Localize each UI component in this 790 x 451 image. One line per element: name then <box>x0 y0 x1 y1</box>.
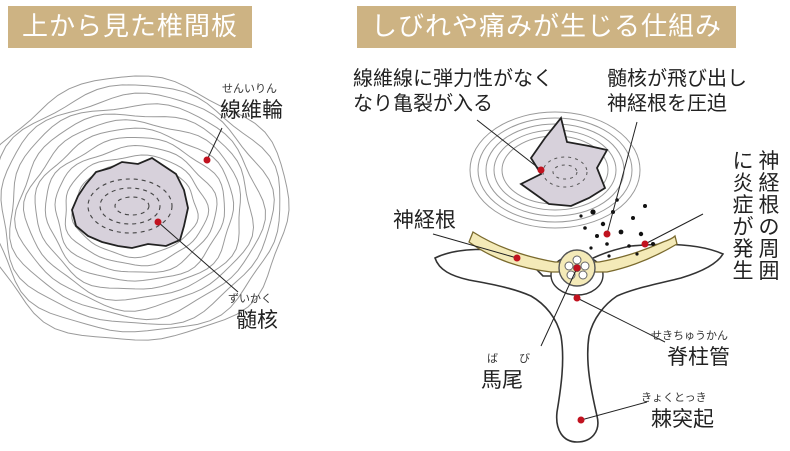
nerve-root <box>468 231 678 273</box>
inflammation-leader <box>644 213 704 245</box>
note-herniation-line2: 神経根を圧迫 <box>607 91 727 115</box>
vertical-char: 症 <box>732 193 754 217</box>
vertical-char: の <box>758 215 780 239</box>
annulus-ring <box>34 127 235 290</box>
crack-leader <box>476 119 542 171</box>
disc-top-view-illustration <box>0 75 290 341</box>
cauda-marker <box>573 264 581 272</box>
cauda-reading-2: び <box>519 352 530 365</box>
nucleus-dashes <box>87 178 173 234</box>
vertical-char: 経 <box>758 171 780 195</box>
vertical-char: 囲 <box>758 259 780 283</box>
cauda-leader <box>540 267 578 347</box>
nucleus-pulposus-shape <box>71 156 189 249</box>
left-panel-title: 上から見た椎間板 <box>8 6 253 48</box>
annulus-marker <box>203 156 211 164</box>
annulus-ring <box>14 113 255 312</box>
nerve-root-label: 神経根 <box>393 208 456 232</box>
annulus-reading: せんいりん <box>222 82 277 95</box>
nucleus-reading: ずいかく <box>228 292 272 305</box>
nucleus-marker <box>154 218 162 226</box>
note-herniation-line1: 髄核が飛び出し <box>607 66 747 90</box>
herniated-nucleus <box>519 116 609 207</box>
canal-reading: せきちゅうかん <box>651 329 728 342</box>
nucleus-leader <box>157 221 239 293</box>
vertical-char: 生 <box>732 259 754 283</box>
vertebra-illustration <box>432 111 725 443</box>
nerve-root-marker <box>513 254 521 262</box>
annulus-ring <box>0 84 281 333</box>
right-panel: しびれや痛みが生じる仕組み <box>345 0 790 451</box>
vertical-char: 神 <box>758 149 780 173</box>
nerve-root-leader <box>432 233 518 259</box>
annulus-label: 線維輪 <box>220 98 283 122</box>
note-inflammation-col2: 神経根の周囲 <box>757 150 781 282</box>
right-panel-title: しびれや痛みが生じる仕組み <box>357 6 737 48</box>
herniation-leader <box>606 121 638 235</box>
canal-leader <box>576 297 666 343</box>
note-crack: 線維線に弾力性がなく なり亀裂が入る <box>353 66 553 116</box>
spinous-label: 棘突起 <box>651 407 714 431</box>
spinous-reading: きょくとっき <box>641 391 707 404</box>
cauda-label: 馬尾 <box>481 368 523 392</box>
vertical-char: 根 <box>758 193 780 217</box>
spinous-marker <box>577 416 585 424</box>
annulus-ring <box>54 144 218 273</box>
annulus-ring <box>22 119 242 301</box>
vertical-char: に <box>732 149 754 173</box>
vertical-char: 発 <box>732 237 754 261</box>
canal-marker <box>573 294 581 302</box>
annulus-ring <box>44 137 226 282</box>
annulus-fibrosus-rings <box>0 75 290 341</box>
nucleus-label: 髄核 <box>236 308 278 332</box>
annulus-ring <box>0 75 290 341</box>
inflammation-marker <box>641 240 649 248</box>
annulus-ring <box>9 103 266 321</box>
vertical-char: 炎 <box>732 171 754 195</box>
crack-marker <box>537 166 545 174</box>
note-crack-line2: なり亀裂が入る <box>353 91 493 115</box>
annulus-ring <box>64 154 210 267</box>
vertical-char: が <box>732 215 754 239</box>
annulus-ring <box>0 92 275 325</box>
note-crack-line1: 線維線に弾力性がなく <box>353 66 553 90</box>
left-panel: 上から見た椎間板 せんいりん 線維輪 ずいかく 髄核 <box>0 0 340 451</box>
spinous-leader <box>580 401 648 421</box>
note-inflammation-col1: に炎症が発生 <box>731 150 755 282</box>
note-herniation: 髄核が飛び出し 神経根を圧迫 <box>607 66 747 116</box>
herniation-marker <box>603 230 611 238</box>
cauda-reading-1: ば <box>487 352 498 365</box>
canal-label: 脊柱管 <box>667 345 730 369</box>
vertical-char: 周 <box>758 237 780 261</box>
inflammation-dots <box>579 198 655 258</box>
annulus-leader <box>206 127 223 161</box>
